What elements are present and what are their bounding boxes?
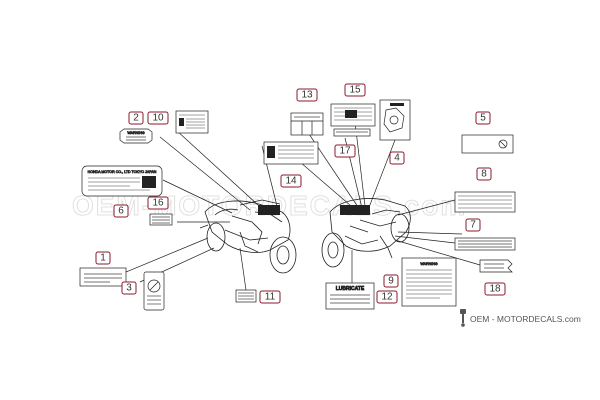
svg-text:14: 14 xyxy=(285,176,297,187)
leader-14 xyxy=(299,161,359,213)
leader-4 xyxy=(367,139,396,211)
footer-text: OEM - MOTORDECALS.com xyxy=(470,314,581,324)
callout-18: 18 xyxy=(484,282,506,296)
leader-11 xyxy=(239,247,247,291)
decal-9-text: WARNING xyxy=(420,262,437,266)
svg-text:11: 11 xyxy=(265,292,276,303)
decal-11 xyxy=(235,289,257,303)
leader-8 xyxy=(397,199,456,216)
svg-text:4: 4 xyxy=(394,153,400,164)
svg-text:6: 6 xyxy=(118,206,124,217)
svg-text:9: 9 xyxy=(388,276,394,287)
decal-18 xyxy=(479,259,513,273)
decal-8 xyxy=(454,191,516,213)
svg-text:5: 5 xyxy=(480,113,486,124)
callout-4: 4 xyxy=(389,151,405,165)
callout-13: 13 xyxy=(296,88,318,102)
svg-text:8: 8 xyxy=(481,169,487,180)
leader-18 xyxy=(394,239,481,266)
callout-10: 10 xyxy=(147,111,169,125)
decal-15 xyxy=(330,103,376,127)
callout-boxes: 1 2 3 4 5 6 7 8 xyxy=(95,83,506,304)
leader-10 xyxy=(175,129,259,206)
callout-12: 12 xyxy=(376,290,398,304)
decal-12: LUBRICATE xyxy=(325,282,375,310)
decal-9: WARNING xyxy=(401,257,457,307)
callout-14: 14 xyxy=(280,174,302,188)
decal-3 xyxy=(143,271,165,311)
decal-7 xyxy=(454,237,516,251)
decal-6-text: HONDA MOTOR CO., LTD TOKYO JAPAN xyxy=(88,170,157,174)
decal-10 xyxy=(175,110,209,134)
leader-7 xyxy=(397,231,463,235)
motorcycle-right-illustration xyxy=(321,198,411,268)
decal-14 xyxy=(263,141,319,165)
svg-text:13: 13 xyxy=(301,90,313,101)
svg-text:15: 15 xyxy=(349,85,361,96)
callout-3: 3 xyxy=(121,281,137,295)
decal-1 xyxy=(79,267,127,287)
footer-brand: OEM - MOTORDECALS.com xyxy=(460,309,581,327)
callout-15: 15 xyxy=(344,83,366,97)
callout-11: 11 xyxy=(259,290,281,304)
decal-6: HONDA MOTOR CO., LTD TOKYO JAPAN xyxy=(81,165,163,197)
leader-13 xyxy=(302,124,361,211)
svg-text:1: 1 xyxy=(100,253,106,264)
callout-1: 1 xyxy=(95,251,111,265)
callout-8: 8 xyxy=(476,167,492,181)
decal-labels: WARNING HONDA MOTOR CO., LTD TOKYO JAPAN xyxy=(79,99,516,311)
leader-1 xyxy=(125,237,209,273)
leader-2 xyxy=(159,136,251,211)
leader-6 xyxy=(162,179,233,214)
svg-text:16: 16 xyxy=(152,198,164,209)
decal-5 xyxy=(461,134,514,154)
decal-16 xyxy=(149,213,173,226)
callout-6: 6 xyxy=(113,204,129,218)
svg-text:17: 17 xyxy=(339,146,351,157)
svg-text:10: 10 xyxy=(152,113,164,124)
callout-2: 2 xyxy=(128,111,144,125)
piston-logo-icon xyxy=(460,309,466,327)
motorcycle-left-illustration xyxy=(199,199,297,274)
callout-17: 17 xyxy=(334,144,356,158)
decal-12-text: LUBRICATE xyxy=(336,286,365,292)
leader-lines xyxy=(125,121,481,291)
callout-9: 9 xyxy=(383,274,399,288)
callout-5: 5 xyxy=(475,111,491,125)
decal-13 xyxy=(290,112,324,136)
svg-text:12: 12 xyxy=(381,292,393,303)
svg-text:2: 2 xyxy=(133,113,139,124)
svg-text:3: 3 xyxy=(126,283,132,294)
callout-16: 16 xyxy=(147,196,169,210)
decal-4 xyxy=(379,99,411,141)
svg-text:18: 18 xyxy=(489,284,501,295)
leader-7b xyxy=(394,235,456,244)
decal-2: WARNING xyxy=(119,128,153,144)
callout-7: 7 xyxy=(465,218,481,232)
decal-2-text: WARNING xyxy=(127,131,144,135)
svg-text:7: 7 xyxy=(470,220,476,231)
decal-17 xyxy=(333,128,371,137)
